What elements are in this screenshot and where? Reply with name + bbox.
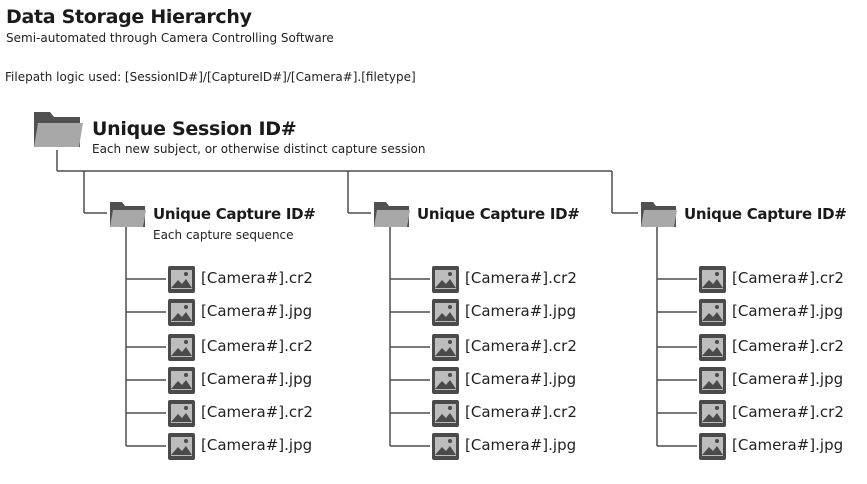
file-name: [Camera#].cr2	[465, 337, 577, 355]
image-file-icon	[699, 334, 726, 365]
image-file-icon	[699, 433, 726, 464]
file-name: [Camera#].cr2	[732, 403, 844, 421]
image-file-icon	[432, 400, 459, 431]
file-name: [Camera#].jpg	[201, 370, 313, 388]
image-file-icon	[168, 400, 195, 431]
image-file-icon	[168, 433, 195, 464]
capture-description: Each capture sequence	[153, 228, 294, 242]
file-name: [Camera#].cr2	[732, 269, 844, 287]
capture-title: Unique Capture ID#	[684, 205, 847, 223]
image-file-icon	[168, 266, 195, 297]
folder-icon	[33, 109, 85, 153]
image-file-icon	[168, 334, 195, 365]
file-name: [Camera#].jpg	[201, 302, 313, 320]
file-name: [Camera#].cr2	[201, 269, 313, 287]
image-file-icon	[699, 299, 726, 330]
image-file-icon	[699, 367, 726, 398]
session-description: Each new subject, or otherwise distinct …	[92, 142, 426, 156]
file-name: [Camera#].cr2	[201, 403, 313, 421]
image-file-icon	[432, 433, 459, 464]
file-name: [Camera#].jpg	[201, 436, 313, 454]
file-name: [Camera#].jpg	[732, 370, 844, 388]
image-file-icon	[432, 299, 459, 330]
folder-icon	[373, 200, 411, 232]
file-name: [Camera#].jpg	[465, 370, 577, 388]
image-file-icon	[699, 400, 726, 431]
file-name: [Camera#].cr2	[465, 269, 577, 287]
file-name: [Camera#].cr2	[201, 337, 313, 355]
image-file-icon	[432, 367, 459, 398]
file-name: [Camera#].jpg	[465, 436, 577, 454]
file-name: [Camera#].jpg	[465, 302, 577, 320]
folder-icon	[640, 200, 678, 232]
image-file-icon	[432, 266, 459, 297]
filepath-note: Filepath logic used: [SessionID#]/[Captu…	[5, 70, 416, 84]
capture-title: Unique Capture ID#	[153, 205, 316, 223]
image-file-icon	[699, 266, 726, 297]
capture-title: Unique Capture ID#	[417, 205, 580, 223]
file-name: [Camera#].jpg	[732, 436, 844, 454]
session-title: Unique Session ID#	[92, 118, 297, 140]
page-title: Data Storage Hierarchy	[6, 6, 252, 28]
file-name: [Camera#].cr2	[465, 403, 577, 421]
folder-icon	[109, 200, 147, 232]
file-name: [Camera#].jpg	[732, 302, 844, 320]
image-file-icon	[168, 299, 195, 330]
image-file-icon	[432, 334, 459, 365]
file-name: [Camera#].cr2	[732, 337, 844, 355]
page-subtitle: Semi-automated through Camera Controllin…	[6, 31, 334, 45]
image-file-icon	[168, 367, 195, 398]
